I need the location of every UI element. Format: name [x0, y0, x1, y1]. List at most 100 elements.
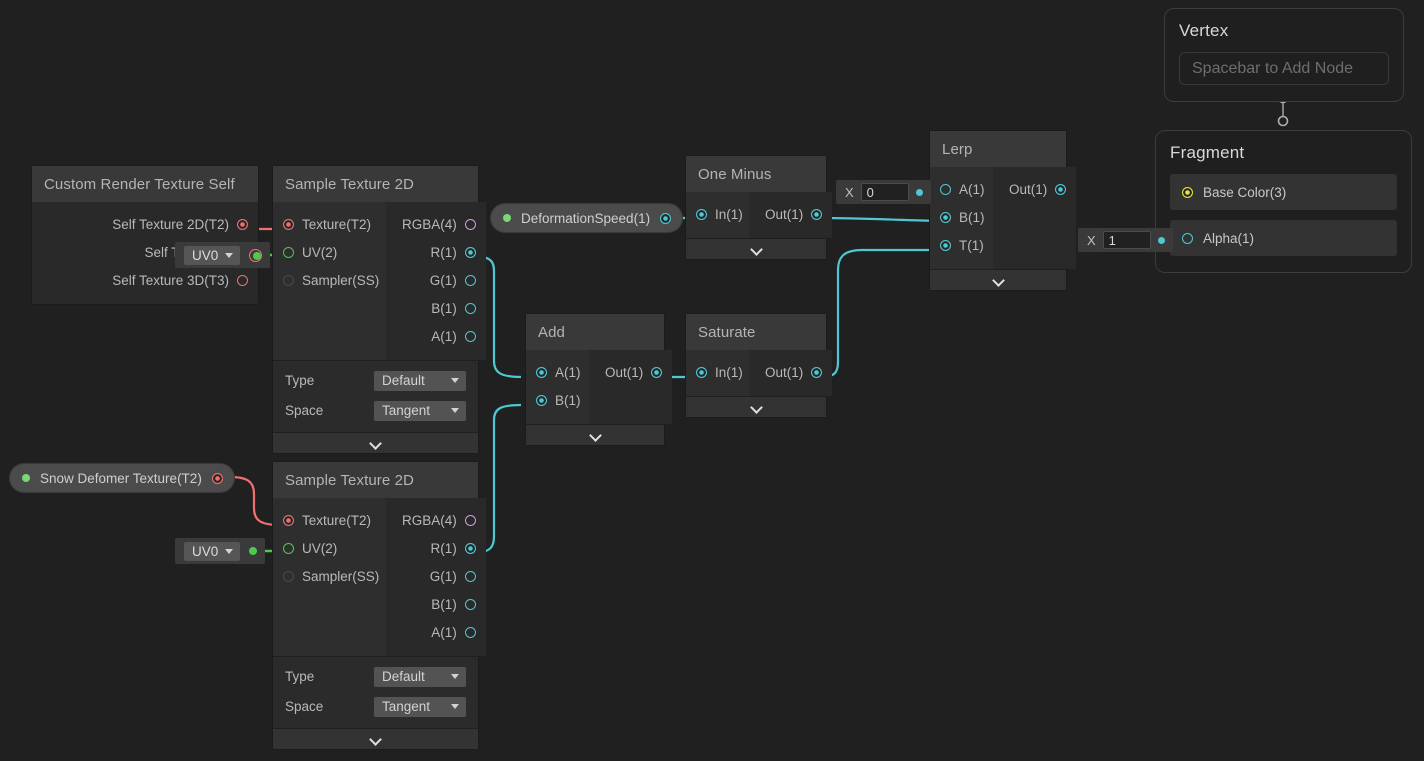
- node-custom-render-texture-self[interactable]: Custom Render Texture Self Self Texture …: [32, 166, 258, 304]
- port-texture-t2[interactable]: Texture(T2): [273, 210, 386, 238]
- port-dot-cyan-icon[interactable]: [940, 211, 951, 223]
- uv0-dropdown-widget-top[interactable]: UV0: [175, 242, 271, 268]
- port-t[interactable]: T(1): [930, 231, 993, 259]
- setting-space[interactable]: Space Tangent: [285, 695, 466, 718]
- port-dot-red-icon[interactable]: [283, 218, 294, 230]
- port-g[interactable]: G(1): [386, 562, 486, 590]
- node-one-minus[interactable]: One Minus In(1) Out(1): [686, 156, 833, 259]
- space-dropdown[interactable]: Tangent: [374, 400, 466, 421]
- port-a[interactable]: A(1): [526, 358, 589, 386]
- port-dot-cyan-icon[interactable]: [696, 366, 707, 378]
- port-dot-red-icon[interactable]: [237, 274, 248, 286]
- node-saturate[interactable]: Saturate In(1) Out(1): [686, 314, 833, 417]
- type-dropdown[interactable]: Default: [374, 370, 466, 391]
- alpha-value-field[interactable]: X 1: [1078, 228, 1173, 252]
- node-lerp[interactable]: Lerp A(1) B(1) T(1) Out(1): [930, 131, 1077, 290]
- port-dot-cyan-icon[interactable]: [651, 366, 663, 378]
- port-sampler-ss[interactable]: Sampler(SS): [273, 562, 386, 590]
- port-in[interactable]: In(1): [686, 200, 749, 228]
- uv0-dropdown-widget-bottom[interactable]: UV0: [175, 538, 266, 564]
- port-dot-cyan-icon[interactable]: [464, 598, 476, 610]
- port-dot-cyan-icon[interactable]: [1182, 232, 1193, 244]
- node-expander-button[interactable]: [526, 424, 664, 445]
- port-dot-cyan-icon[interactable]: [464, 274, 476, 286]
- port-self-texture-3d[interactable]: Self Texture 3D(T3): [32, 266, 258, 294]
- port-out[interactable]: Out(1): [749, 358, 832, 386]
- port-dot-red-icon[interactable]: [283, 514, 294, 526]
- lerp-a-value-field[interactable]: X 0: [836, 180, 931, 204]
- port-out[interactable]: Out(1): [749, 200, 832, 228]
- setting-type[interactable]: Type Default: [285, 369, 466, 392]
- node-expander-button[interactable]: [273, 728, 478, 749]
- port-in[interactable]: In(1): [686, 358, 749, 386]
- port-dot-red-icon[interactable]: [237, 218, 248, 230]
- node-expander-button[interactable]: [930, 269, 1066, 290]
- port-out[interactable]: Out(1): [993, 175, 1076, 203]
- node-sample-texture-2d-top[interactable]: Sample Texture 2D Texture(T2) UV(2) Samp…: [273, 166, 486, 453]
- setting-space[interactable]: Space Tangent: [285, 399, 466, 422]
- node-add[interactable]: Add A(1) B(1) Out(1): [526, 314, 673, 445]
- port-r[interactable]: R(1): [386, 238, 486, 266]
- port-dot-cyan-icon[interactable]: [464, 302, 476, 314]
- port-b[interactable]: B(1): [930, 203, 993, 231]
- port-dot-pink-icon[interactable]: [464, 218, 476, 230]
- node-fragment-stack[interactable]: Fragment Base Color(3) Alpha(1): [1155, 130, 1412, 273]
- property-port-dot-red-icon[interactable]: [211, 472, 223, 484]
- alpha-input[interactable]: 1: [1102, 231, 1151, 249]
- port-a[interactable]: A(1): [386, 618, 486, 646]
- port-dot-green-icon[interactable]: [283, 542, 294, 554]
- port-b[interactable]: B(1): [526, 386, 589, 414]
- node-expander-button[interactable]: [686, 396, 826, 417]
- property-port-dot-cyan-icon[interactable]: [660, 212, 672, 224]
- port-dot-cyan-icon[interactable]: [940, 239, 951, 251]
- uv0-dropdown[interactable]: UV0: [184, 541, 241, 561]
- port-texture-t2[interactable]: Texture(T2): [273, 506, 386, 534]
- add-node-hint[interactable]: Spacebar to Add Node: [1179, 52, 1389, 85]
- node-sample-texture-2d-bottom[interactable]: Sample Texture 2D Texture(T2) UV(2) Samp…: [273, 462, 486, 749]
- port-rgba[interactable]: RGBA(4): [386, 506, 486, 534]
- port-dot-yellow-icon[interactable]: [1182, 186, 1193, 198]
- lerp-a-input[interactable]: 0: [860, 183, 909, 201]
- port-dot-cyan-icon[interactable]: [464, 330, 476, 342]
- port-dot-cyan-icon[interactable]: [1055, 183, 1067, 195]
- port-out[interactable]: Out(1): [589, 358, 672, 386]
- property-deformation-speed[interactable]: DeformationSpeed(1): [491, 204, 683, 232]
- port-b[interactable]: B(1): [386, 590, 486, 618]
- port-sampler-ss[interactable]: Sampler(SS): [273, 266, 386, 294]
- port-dot-cyan-icon[interactable]: [536, 394, 547, 406]
- port-self-texture-2d[interactable]: Self Texture 2D(T2): [32, 210, 258, 238]
- port-dot-cyan-icon[interactable]: [464, 570, 476, 582]
- block-base-color[interactable]: Base Color(3): [1170, 174, 1397, 210]
- uv0-port-dot-icon[interactable]: [249, 248, 263, 262]
- port-dot-cyan-icon[interactable]: [696, 208, 707, 220]
- port-dot-cyan-icon[interactable]: [811, 208, 823, 220]
- uv0-dropdown[interactable]: UV0: [184, 245, 241, 265]
- port-dot-cyan-icon[interactable]: [536, 366, 547, 378]
- node-expander-button[interactable]: [686, 238, 826, 259]
- port-b[interactable]: B(1): [386, 294, 486, 322]
- port-uv[interactable]: UV(2): [273, 238, 386, 266]
- space-dropdown[interactable]: Tangent: [374, 696, 466, 717]
- port-dot-pink-icon[interactable]: [464, 514, 476, 526]
- port-a[interactable]: A(1): [386, 322, 486, 350]
- property-snow-deformer-texture[interactable]: Snow Defomer Texture(T2): [10, 464, 234, 492]
- port-dot-cyan-icon[interactable]: [940, 183, 951, 195]
- node-vertex-stack[interactable]: Vertex Spacebar to Add Node: [1164, 8, 1404, 102]
- field-port-dot-icon[interactable]: [915, 188, 923, 196]
- port-dot-cyan-icon[interactable]: [464, 246, 476, 258]
- port-a[interactable]: A(1): [930, 175, 993, 203]
- port-dot-cyan-icon[interactable]: [464, 626, 476, 638]
- uv0-port-dot-icon[interactable]: [249, 547, 258, 555]
- port-rgba[interactable]: RGBA(4): [386, 210, 486, 238]
- node-expander-button[interactable]: [273, 432, 478, 453]
- block-alpha[interactable]: Alpha(1): [1170, 220, 1397, 256]
- port-r[interactable]: R(1): [386, 534, 486, 562]
- field-port-dot-icon[interactable]: [1157, 236, 1165, 244]
- port-dot-dark-icon[interactable]: [283, 570, 294, 582]
- port-uv[interactable]: UV(2): [273, 534, 386, 562]
- port-dot-green-icon[interactable]: [283, 246, 294, 258]
- setting-type[interactable]: Type Default: [285, 665, 466, 688]
- type-dropdown[interactable]: Default: [374, 666, 466, 687]
- port-g[interactable]: G(1): [386, 266, 486, 294]
